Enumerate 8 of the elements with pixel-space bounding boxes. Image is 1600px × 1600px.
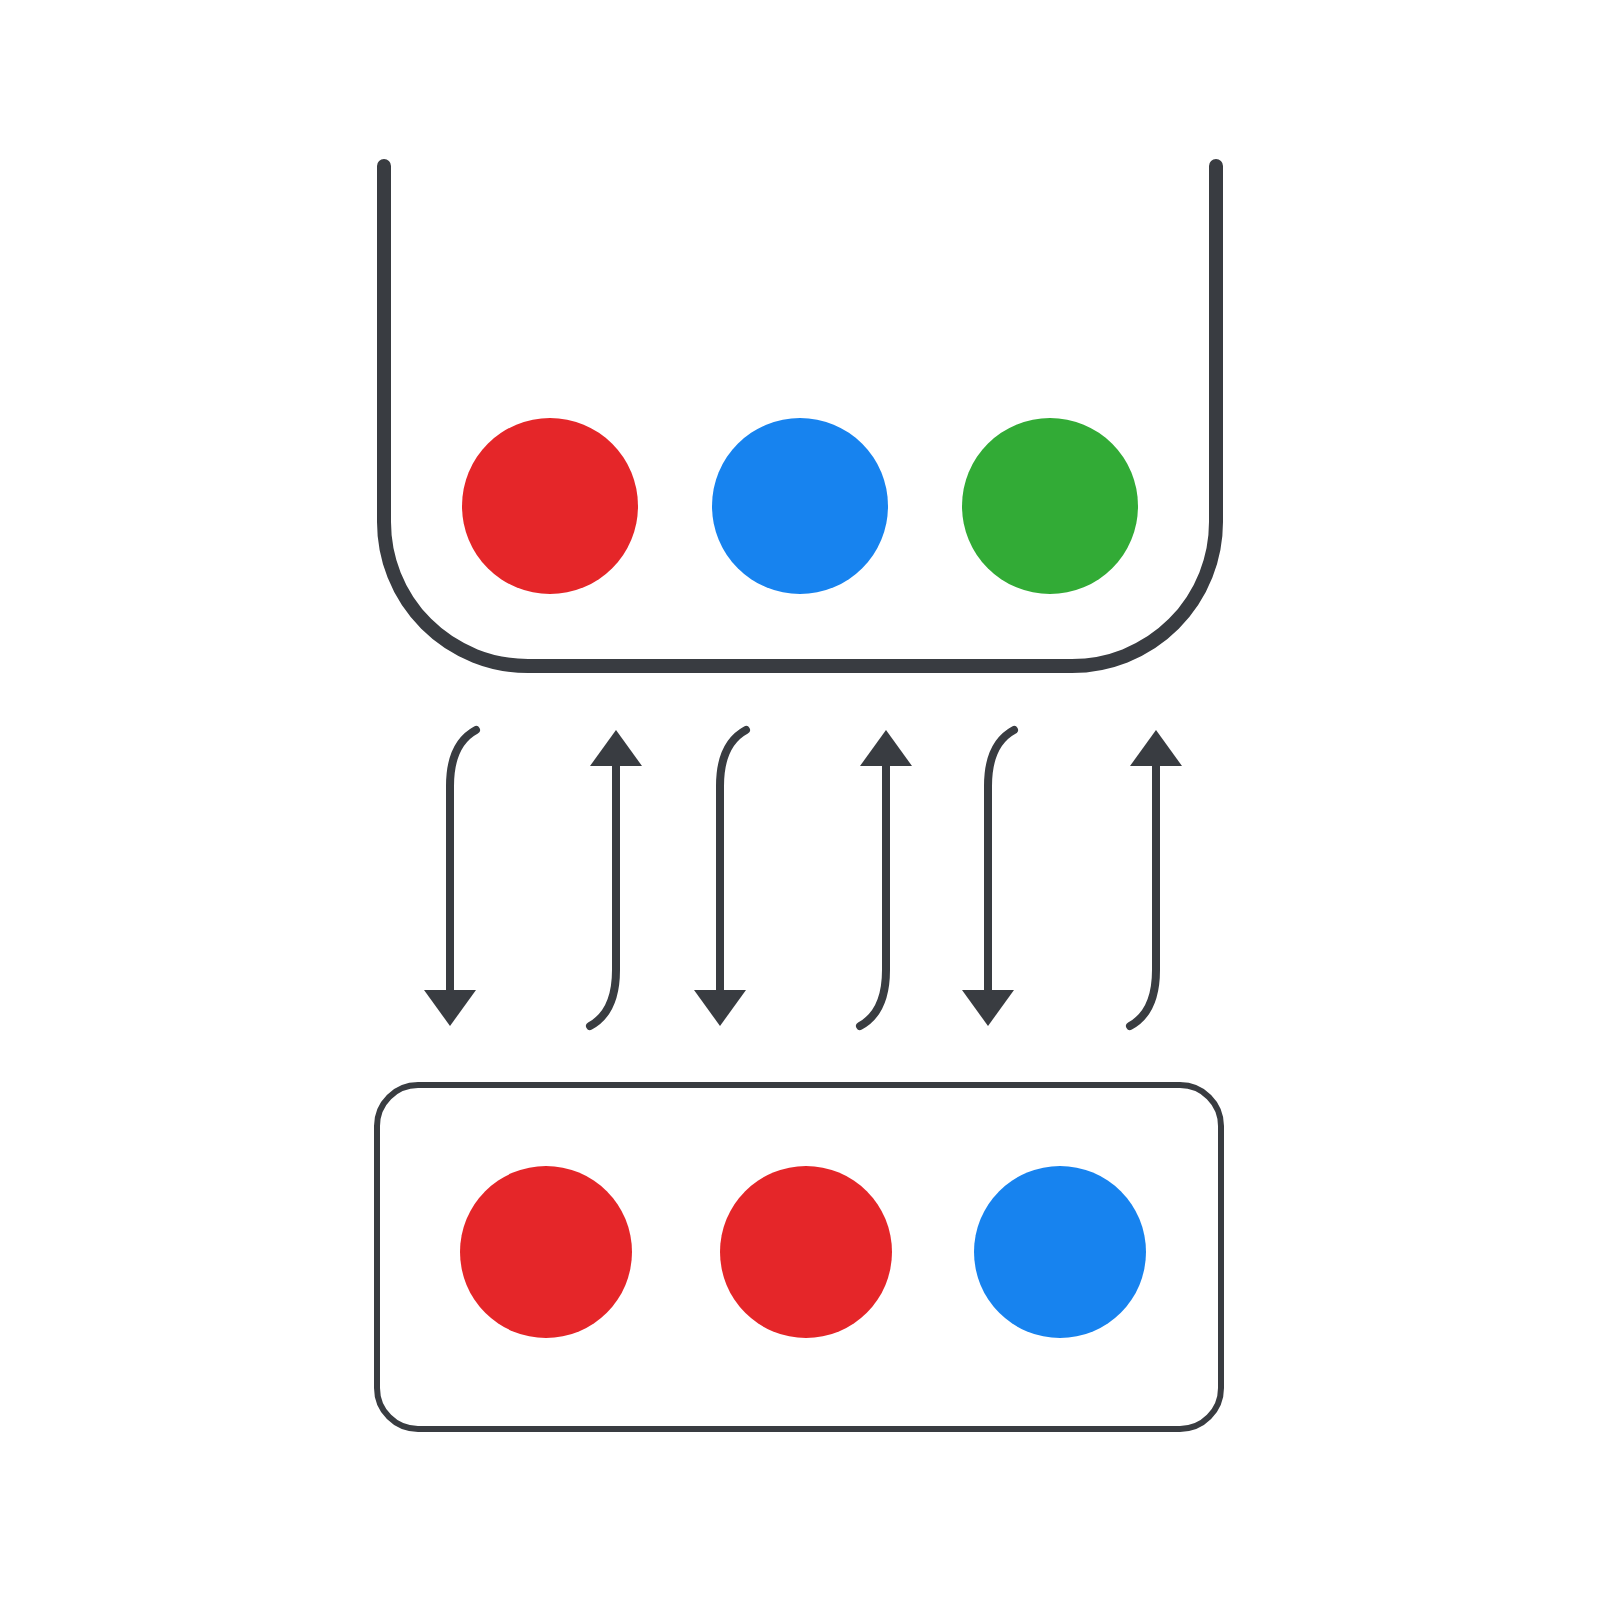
- arrow: [962, 726, 1018, 1026]
- arrow: [424, 726, 480, 1026]
- arrow: [586, 730, 642, 1030]
- rounded-rectangle: [374, 1082, 1224, 1432]
- u-shaped-container: [376, 158, 1224, 674]
- arrow: [1126, 730, 1182, 1030]
- arrow: [856, 730, 912, 1030]
- arrow: [694, 726, 750, 1026]
